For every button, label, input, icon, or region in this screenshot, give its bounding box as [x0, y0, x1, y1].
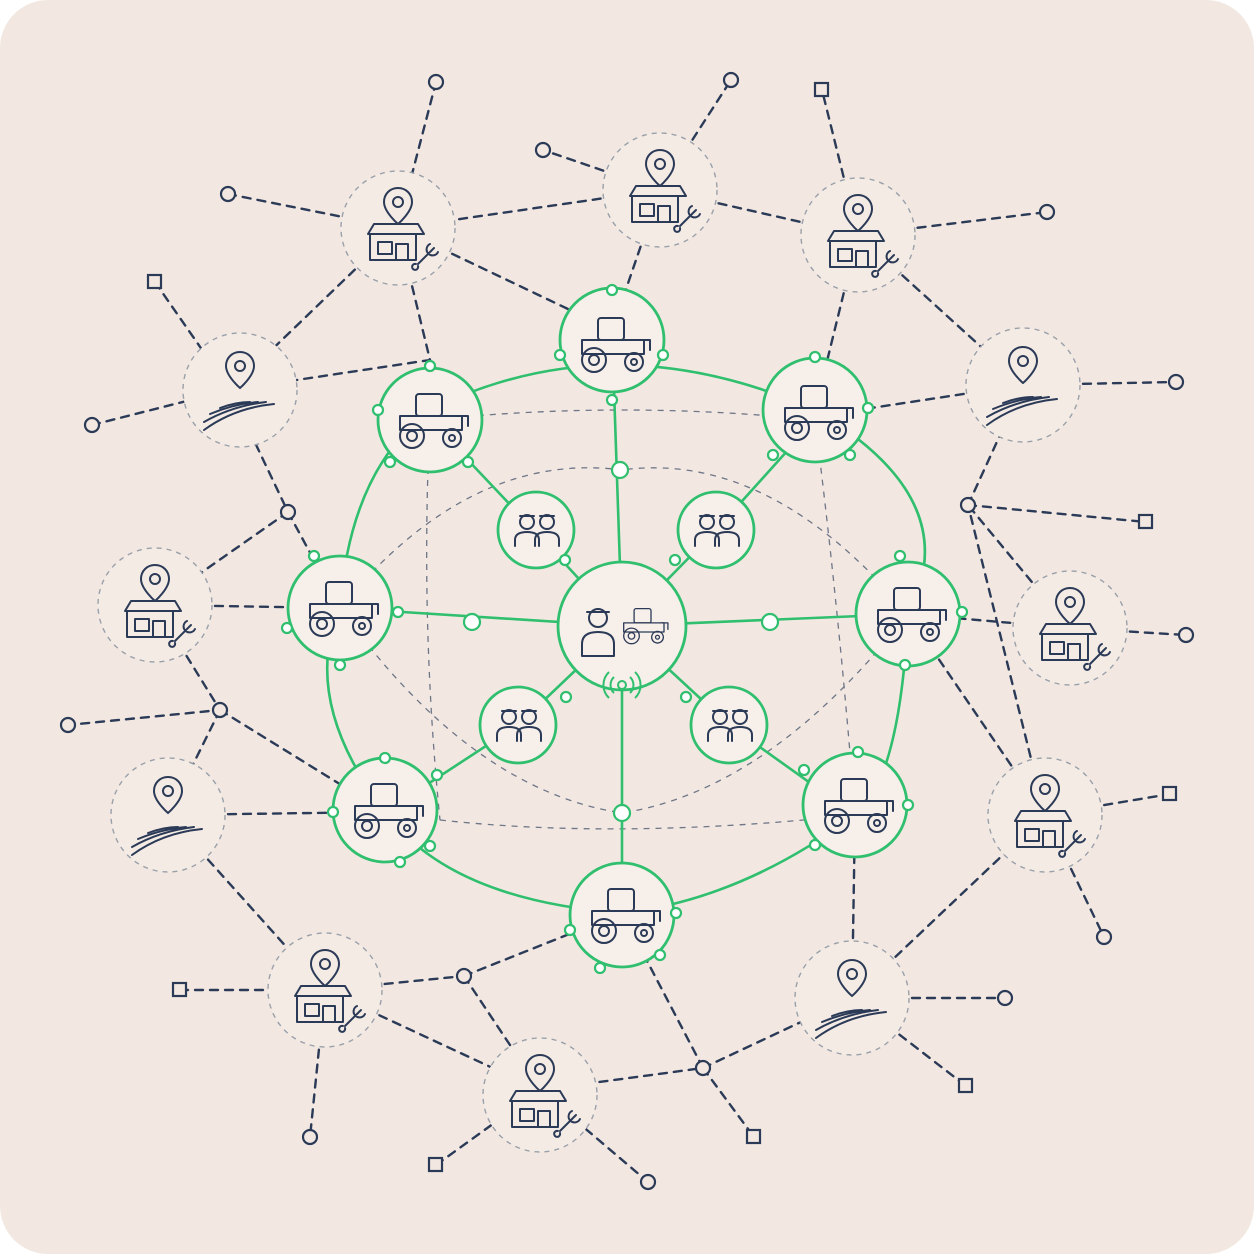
machine-node-3[interactable]	[761, 356, 869, 464]
machine-node-5[interactable]	[854, 560, 962, 668]
signal-icon	[602, 671, 642, 699]
team-node-3[interactable]	[478, 685, 558, 765]
site-node-8[interactable]	[110, 757, 226, 873]
team-node-4[interactable]	[689, 685, 769, 765]
farmer-icon	[581, 608, 615, 657]
endpoints	[59, 71, 1195, 1191]
team-node-1[interactable]	[496, 490, 576, 570]
team-node-2[interactable]	[676, 490, 756, 570]
inner-arcs	[339, 409, 909, 830]
hub-circle[interactable]	[556, 560, 688, 692]
hub-node[interactable]	[556, 560, 688, 699]
machine-node-6[interactable]	[331, 756, 439, 864]
site-node-12[interactable]	[794, 940, 910, 1056]
site-node-4[interactable]	[182, 332, 298, 448]
machine-node-4[interactable]	[286, 554, 394, 662]
site-node-5[interactable]	[965, 327, 1081, 443]
green-junctions	[280, 283, 969, 975]
team-nodes	[478, 490, 769, 765]
